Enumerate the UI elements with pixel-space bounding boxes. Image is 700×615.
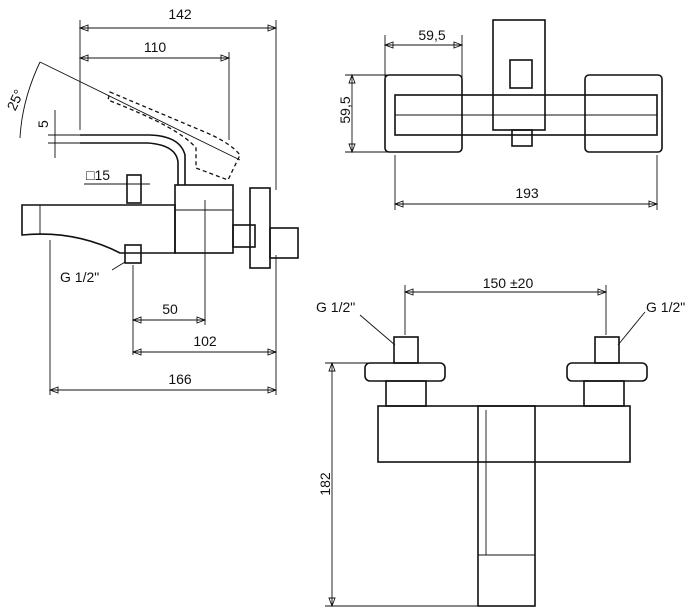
side-view: 142 110 25° 5 □15 xyxy=(3,6,299,395)
dim-150-label: 150 ±20 xyxy=(483,275,534,291)
top-view: 59,5 59,5 193 xyxy=(337,19,663,210)
front-thread-right-label: G 1/2" xyxy=(646,299,685,315)
angle-label: 25° xyxy=(3,87,26,113)
dim-59-5-width-label: 59,5 xyxy=(418,27,445,43)
square-15-label: □15 xyxy=(86,167,110,183)
dim-166-label: 166 xyxy=(168,371,192,387)
dim-5-label: 5 xyxy=(35,120,51,128)
dim-59-5-height-label: 59,5 xyxy=(337,96,353,123)
dim-182-label: 182 xyxy=(317,472,333,496)
front-thread-left-label: G 1/2" xyxy=(316,299,355,315)
dim-193-label: 193 xyxy=(515,185,539,201)
front-view: 150 ±20 G 1/2" G 1/2" 182 xyxy=(316,275,685,608)
dim-110-label: 110 xyxy=(144,39,167,55)
dim-142-label: 142 xyxy=(168,6,192,22)
dim-50-label: 50 xyxy=(162,301,178,317)
dim-102-label: 102 xyxy=(193,333,217,349)
side-thread-label: G 1/2" xyxy=(60,269,99,285)
